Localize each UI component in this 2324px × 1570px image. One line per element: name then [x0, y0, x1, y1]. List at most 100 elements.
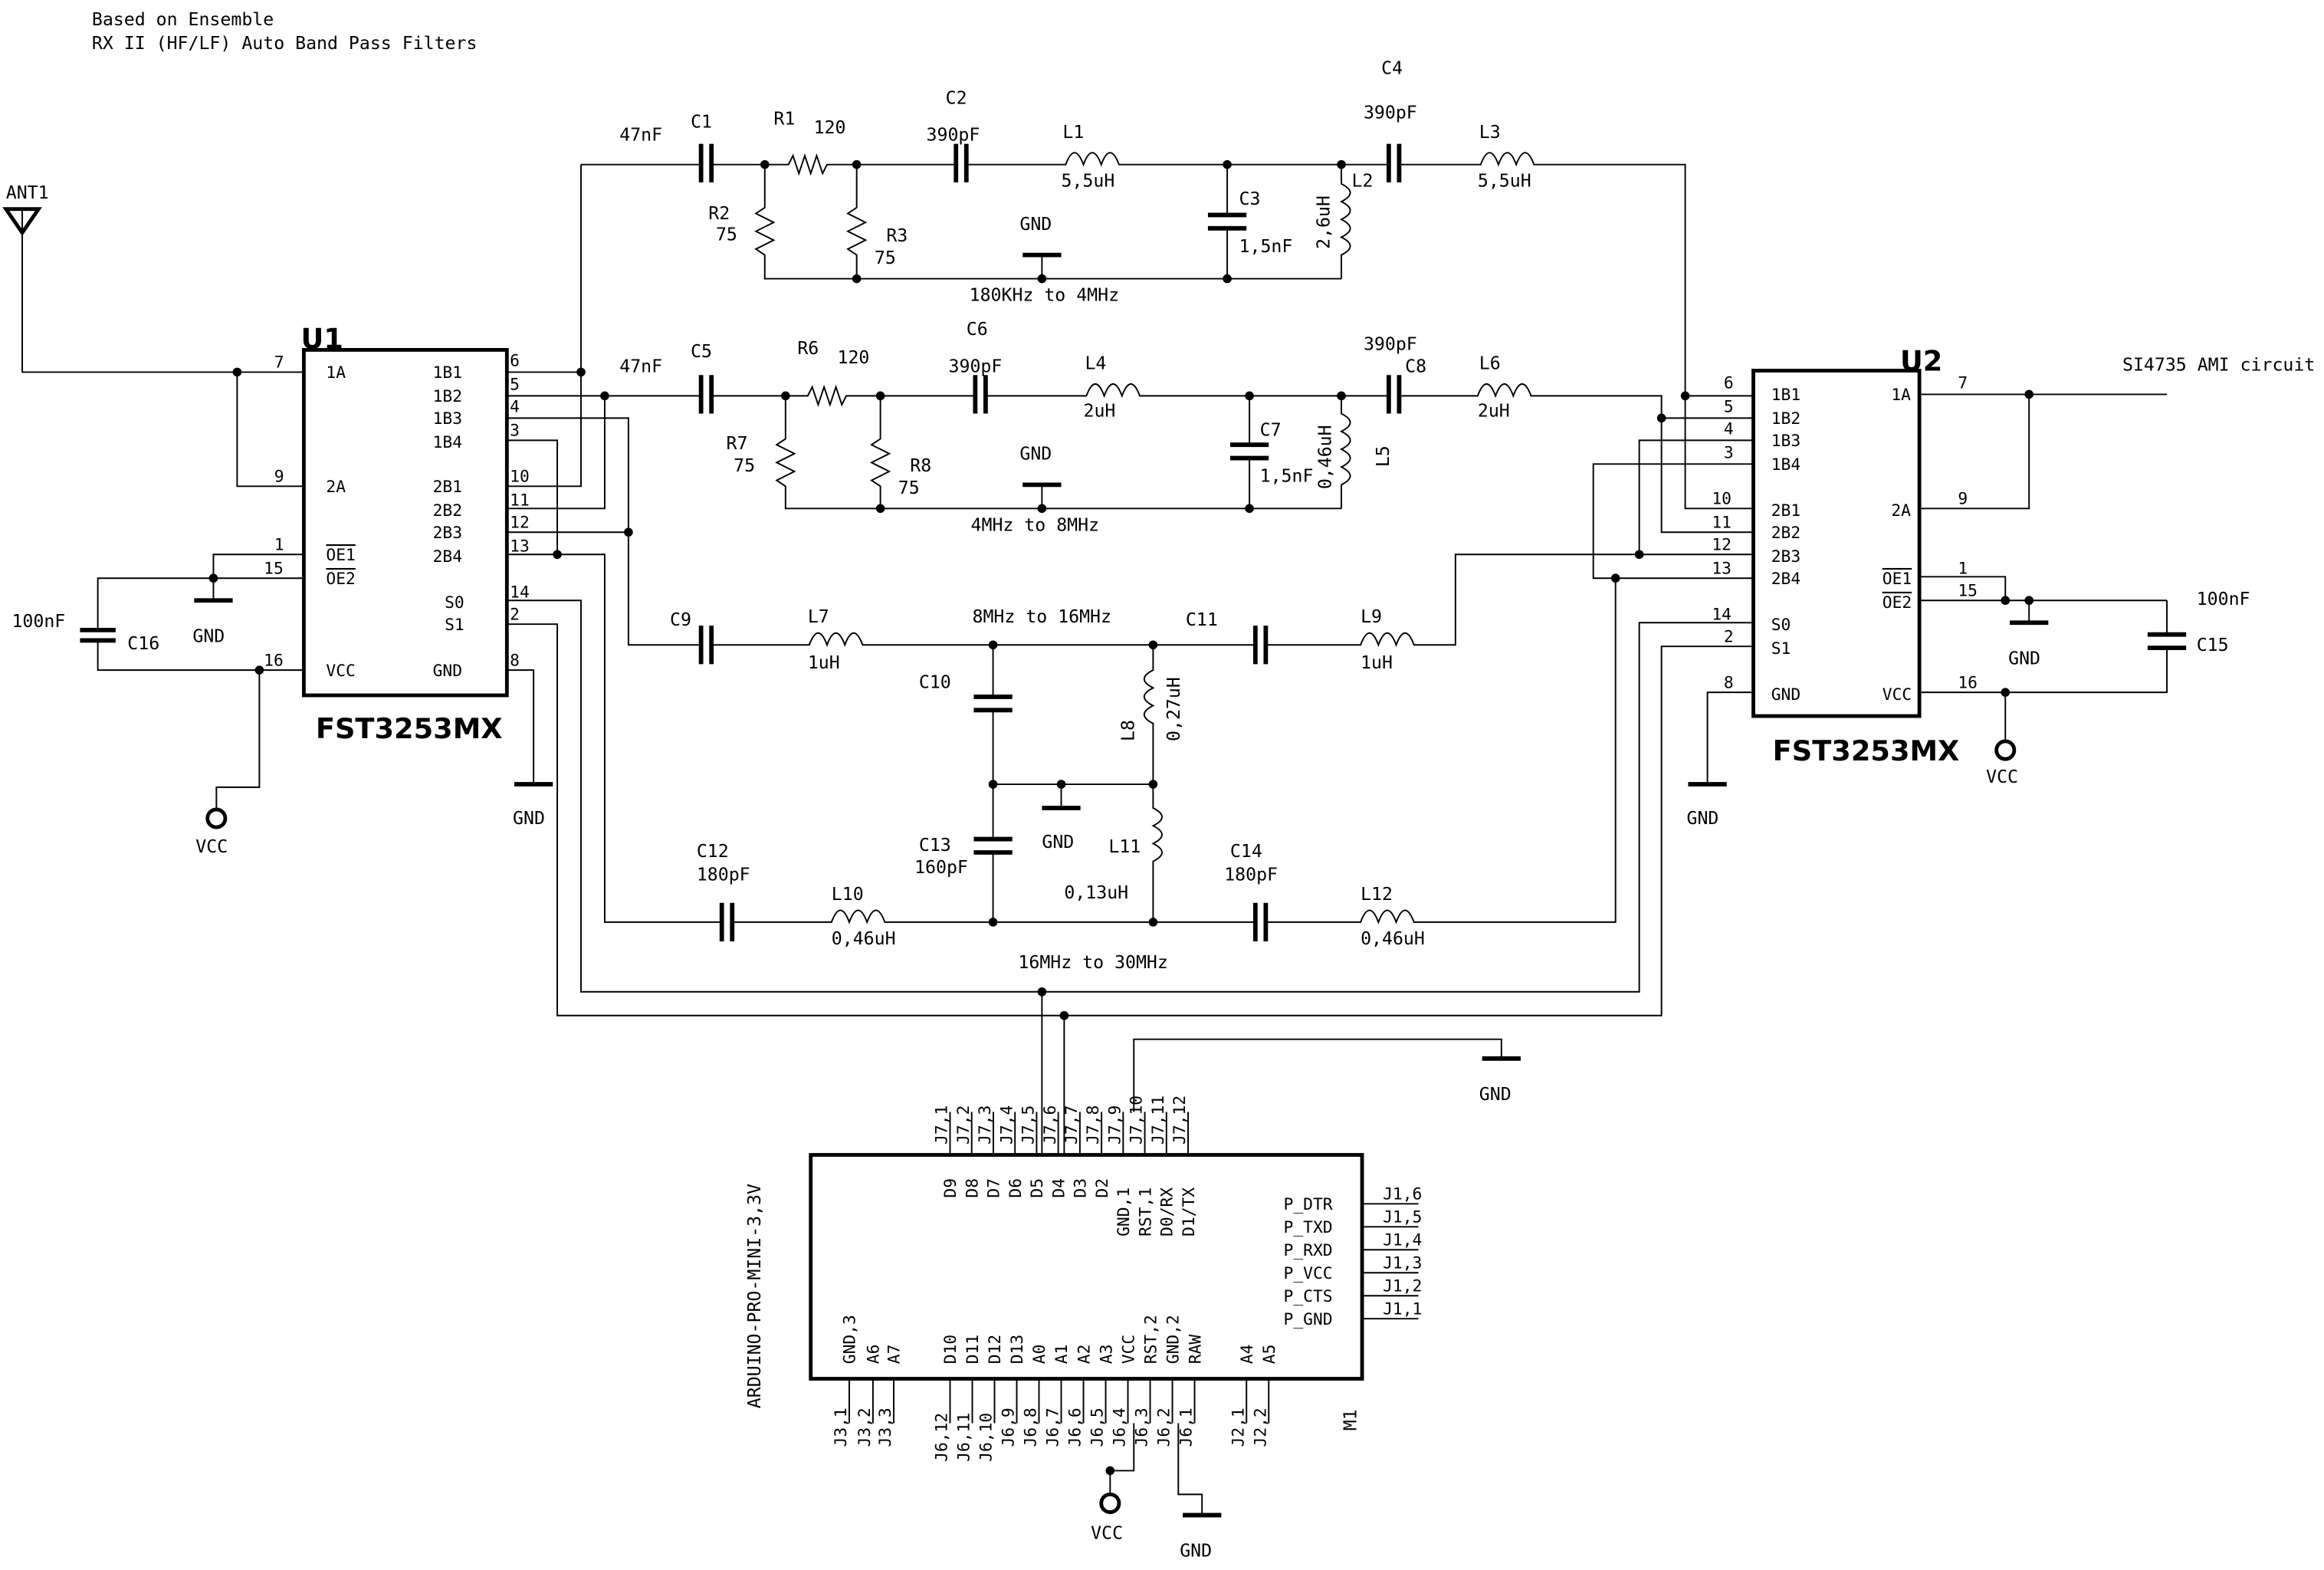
arduino-pin-conn: J6,3: [1133, 1407, 1152, 1447]
arduino-pin-conn: J7,8: [1084, 1105, 1103, 1145]
arduino-pin-name: A2: [1075, 1345, 1094, 1365]
l5-value: 0,46uH: [1315, 425, 1335, 489]
r8-value: 75: [898, 478, 920, 498]
c14-ref: C14: [1230, 841, 1262, 862]
pin-num: 3: [1724, 444, 1734, 463]
l9-ref: L9: [1361, 606, 1382, 627]
arduino-pin-name: D1/TX: [1180, 1187, 1199, 1237]
inductor-l4: [985, 383, 1389, 399]
l3-ref: L3: [1479, 122, 1501, 143]
arduino-pin-name: D13: [1008, 1335, 1027, 1364]
arduino-pin-conn: J6,9: [1000, 1407, 1019, 1447]
gnd-label: GND: [1019, 214, 1052, 235]
arduino-pin-conn: J1,3: [1383, 1253, 1422, 1273]
arduino-pin-name: D12: [986, 1335, 1005, 1364]
inductor-l10: [732, 909, 1256, 925]
pin-name: 2B4: [1771, 570, 1800, 589]
pin-num: 9: [274, 468, 284, 487]
l12-ref: L12: [1361, 884, 1393, 905]
pin-name: 2B1: [433, 478, 462, 497]
resistor-r1: [711, 153, 957, 176]
band-label: 4MHz to 8MHz: [971, 514, 1100, 535]
r2-value: 75: [716, 224, 737, 245]
inductor-l1: [966, 152, 1389, 167]
vcc-label: VCC: [1091, 1522, 1123, 1543]
c6-ref: C6: [967, 319, 988, 340]
arduino-pin-conn: J7,2: [954, 1105, 973, 1145]
pin-name: VCC: [1883, 685, 1912, 705]
resistor-r6: [711, 384, 976, 408]
pin-num: 8: [1724, 673, 1734, 692]
c8-value: 390pF: [1364, 333, 1417, 354]
inductor-l12: [1265, 577, 1754, 925]
arduino-pin-conn: J7,7: [1062, 1105, 1082, 1145]
l9-value: 1uH: [1361, 652, 1393, 673]
pin-name: 2B4: [433, 547, 462, 567]
arduino-module: ARDUINO-PRO-MINI-3,3V M1 J7,1D9J7,2D8J7,…: [744, 1095, 1422, 1462]
arduino-pin-name: D11: [963, 1335, 983, 1364]
pin-name: 2B3: [433, 524, 462, 543]
c15-ref: C15: [2197, 635, 2229, 655]
arduino-pin-name: D2: [1093, 1178, 1112, 1198]
arduino-pin-name: GND,2: [1164, 1315, 1183, 1364]
arduino-pin-conn: J7,11: [1149, 1095, 1168, 1145]
c8-ref: C8: [1405, 356, 1426, 376]
c13-value: 160pF: [914, 857, 968, 878]
arduino-pin-name: VCC: [1119, 1335, 1138, 1364]
arduino-pin-name: P_GND: [1284, 1310, 1333, 1329]
pin-num: 12: [1712, 535, 1732, 554]
c11-ref: C11: [1186, 609, 1218, 630]
arduino-pin-name: D6: [1006, 1178, 1026, 1198]
pin-name: S1: [445, 616, 464, 635]
c12-ref: C12: [697, 841, 729, 862]
pin-name: 1B4: [1771, 455, 1800, 475]
antenna-ref: ANT1: [6, 182, 49, 203]
pin-name: S0: [445, 593, 464, 613]
arduino-pin-conn: J3,1: [832, 1407, 851, 1447]
arduino-pin-name: D10: [941, 1335, 960, 1364]
l4-value: 2uH: [1084, 400, 1116, 421]
vcc-icon: [205, 807, 228, 829]
arduino-pin-name: D7: [985, 1178, 1004, 1198]
c3-value: 1,5nF: [1239, 236, 1293, 257]
arduino-pin-name: A3: [1097, 1345, 1116, 1365]
l2-value: 2,6uH: [1314, 195, 1334, 249]
arduino-pin-name: D0/RX: [1158, 1187, 1177, 1237]
c6-value: 390pF: [949, 356, 1003, 376]
pin-num: 15: [1958, 581, 1978, 600]
pin-num: 13: [510, 537, 530, 556]
arduino-pin-name: GND,1: [1114, 1187, 1134, 1237]
pin-num: 5: [510, 376, 520, 395]
pin-name: 2B2: [1771, 524, 1800, 543]
inductor-l2: [1339, 164, 1351, 279]
arduino-pin-name: A0: [1030, 1345, 1049, 1365]
c15-value: 100nF: [2197, 589, 2250, 609]
c14-value: 180pF: [1224, 865, 1278, 885]
arduino-part: ARDUINO-PRO-MINI-3,3V: [744, 1184, 765, 1408]
arduino-pin-conn: J2,1: [1229, 1407, 1248, 1447]
arduino-pin-name: D8: [963, 1178, 982, 1198]
arduino-pin-conn: J6,11: [955, 1413, 974, 1462]
arduino-pin-conn: J6,4: [1111, 1407, 1130, 1447]
c2-ref: C2: [946, 87, 967, 108]
title-line-1: Based on Ensemble: [92, 9, 274, 30]
c2-value: 390pF: [927, 125, 980, 146]
arduino-pin-name: RST,1: [1136, 1187, 1155, 1237]
pin-num: 13: [1712, 559, 1732, 578]
c16-ref: C16: [127, 633, 159, 654]
arduino-pin-conn: J6,1: [1177, 1407, 1196, 1447]
pin-name: 2A: [326, 478, 346, 497]
c12-value: 180pF: [697, 865, 750, 885]
l2-ref: L2: [1352, 171, 1374, 192]
band-label: 180KHz to 4MHz: [970, 285, 1119, 306]
arduino-pin-name: RAW: [1186, 1335, 1205, 1365]
pin-num: 14: [510, 583, 530, 602]
r3-value: 75: [875, 248, 896, 268]
inductor-l11: [1151, 784, 1163, 922]
antenna-ant1: ANT1: [2, 182, 304, 373]
l12-value: 0,46uH: [1361, 928, 1425, 949]
vcc-label: VCC: [1986, 767, 2018, 787]
pin-num: 7: [274, 353, 284, 373]
pin-name: OE2: [1883, 593, 1912, 613]
arduino-pin-conn: J6,8: [1022, 1407, 1041, 1447]
